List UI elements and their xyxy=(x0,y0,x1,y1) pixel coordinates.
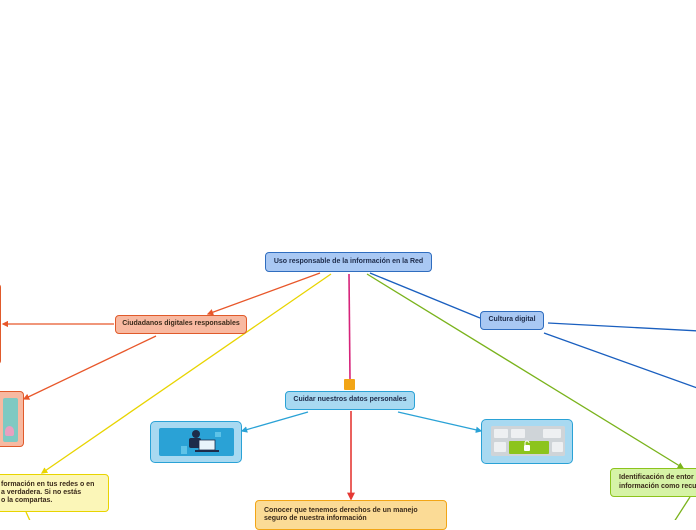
link-cultura-right2 xyxy=(544,333,696,389)
topic-cultura-label: Cultura digital xyxy=(488,316,535,324)
link-cultura-right1 xyxy=(548,323,696,331)
topic-conocer-derechos[interactable]: Conocer que tenemos derechos de un manej… xyxy=(255,500,447,530)
link-cuidar-img1 xyxy=(242,412,308,431)
person-laptop-illustration xyxy=(159,428,234,456)
image-node-person-laptop[interactable] xyxy=(150,421,242,463)
link-root-cuidar xyxy=(349,274,350,380)
topic-cuidar-datos[interactable]: Cuidar nuestros datos personales xyxy=(285,391,415,410)
topic-info-label: formación en tus redes o en a verdadera.… xyxy=(0,481,94,505)
branch-connector-handle[interactable] xyxy=(344,379,355,390)
root-topic-label: Uso responsable de la información en la … xyxy=(274,258,423,266)
image-node-left-illustration[interactable] xyxy=(0,391,24,447)
topic-identificacion[interactable]: Identificación de entor información como… xyxy=(610,468,696,497)
topic-ciudadanos-digitales[interactable]: Ciudadanos digitales responsables xyxy=(115,315,247,334)
link-root-cultura xyxy=(370,273,480,318)
root-topic[interactable]: Uso responsable de la información en la … xyxy=(265,252,432,272)
keyboard-lock-photo xyxy=(491,426,565,456)
topic-ciudadanos-label: Ciudadanos digitales responsables xyxy=(122,320,239,328)
left-illustration xyxy=(3,398,18,442)
topic-cultura-digital[interactable]: Cultura digital xyxy=(480,311,544,330)
link-cuidar-img2 xyxy=(398,412,481,431)
link-ciudadanos-leftimg xyxy=(24,336,156,399)
topic-left-offscreen[interactable] xyxy=(0,284,1,364)
image-node-keyboard-lock[interactable] xyxy=(481,419,573,464)
link-info-below xyxy=(26,512,32,520)
topic-cuidar-label: Cuidar nuestros datos personales xyxy=(293,396,406,404)
link-identificacion-below xyxy=(672,497,690,520)
topic-info-note[interactable]: formación en tus redes o en a verdadera.… xyxy=(0,474,109,512)
